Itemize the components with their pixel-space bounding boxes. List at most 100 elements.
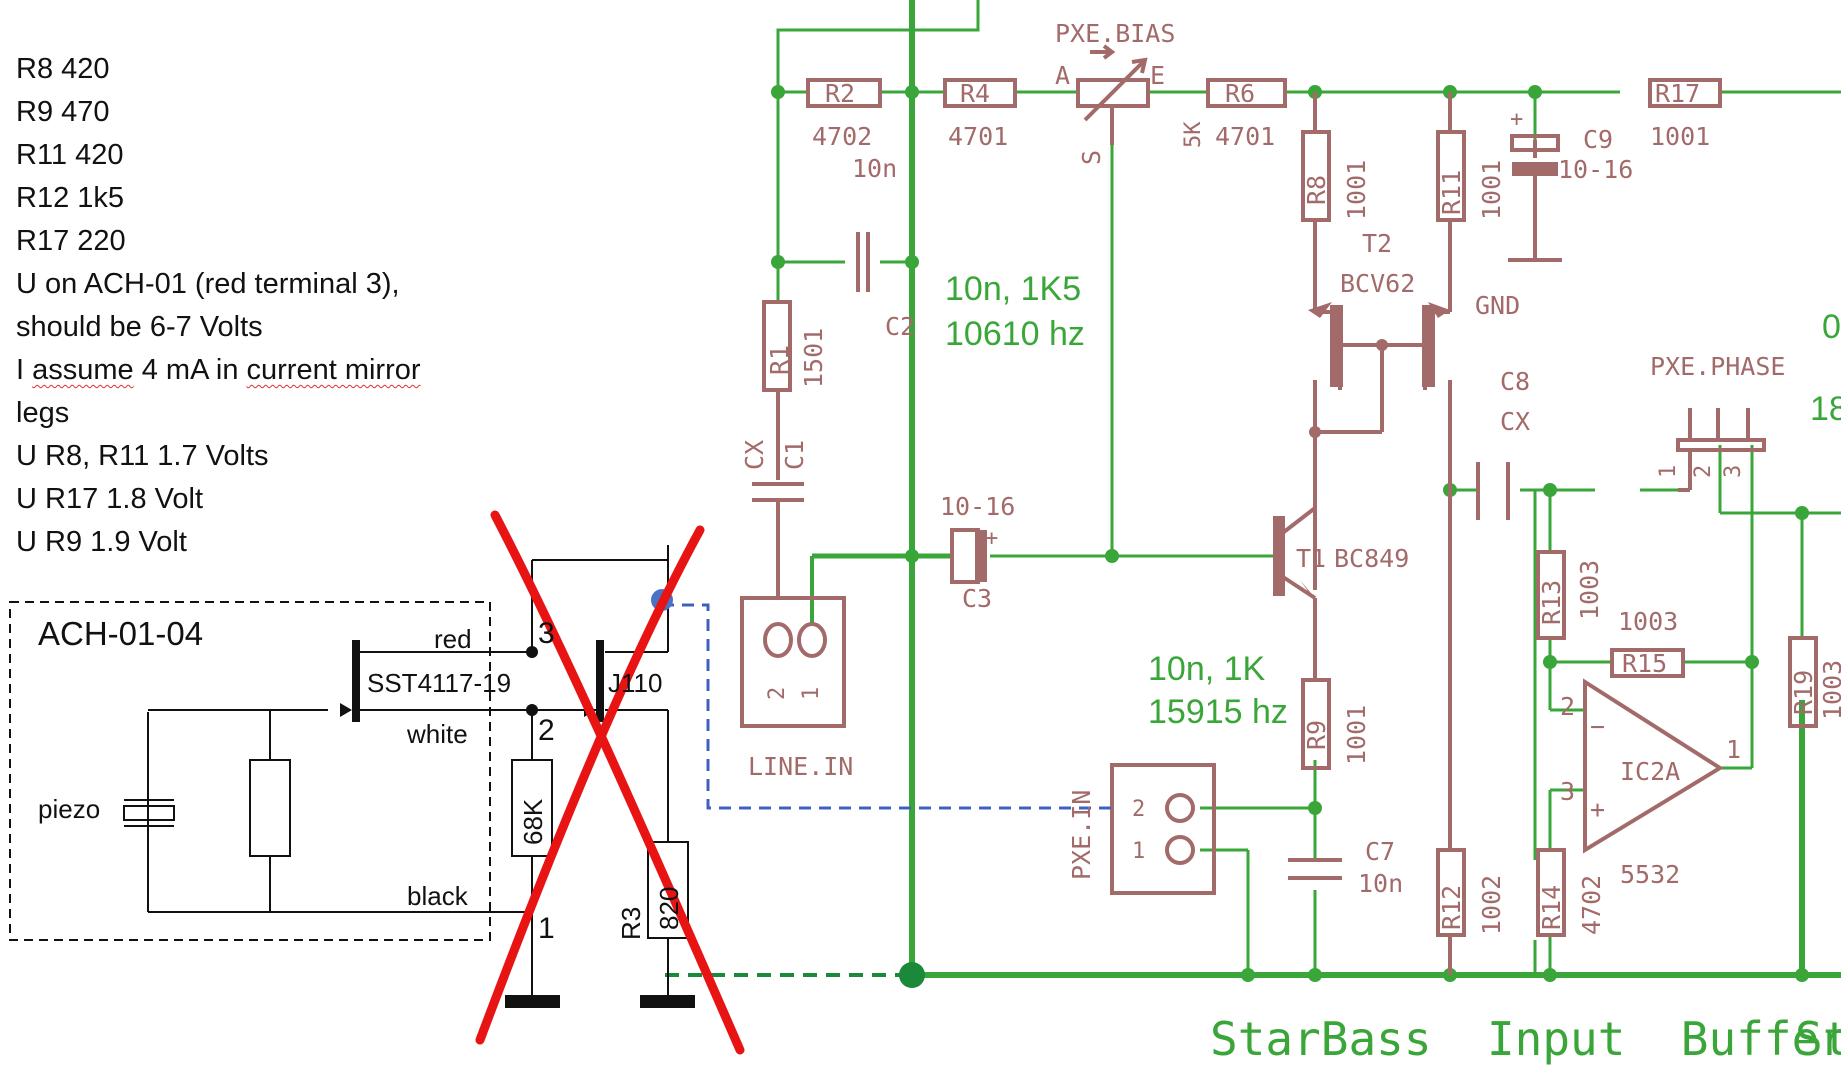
c3-label: C3 [962, 584, 992, 613]
phase-pin2: 2 [1691, 465, 1716, 478]
note-u-r9: U R9 1.9 Volt [16, 526, 187, 558]
ach-block [9, 545, 689, 1000]
r17-label: R17 [1655, 79, 1700, 108]
pxe-in-pin2: 2 [1132, 797, 1145, 822]
hp1-frequency: 10610 hz [945, 315, 1085, 353]
phase-pin1: 1 [1656, 465, 1681, 478]
gnd-label: GND [1475, 291, 1520, 320]
r3-value: 820 [654, 887, 684, 930]
r11-value: 1001 [1477, 160, 1506, 220]
ach-filled [340, 640, 695, 1008]
pxe-in-label: PXE.IN [1067, 790, 1096, 880]
r9-value: 1001 [1342, 705, 1371, 765]
r2-value: 4702 [812, 122, 872, 151]
schematic-parts [740, 44, 1818, 975]
c1-cx-label: CX [740, 440, 769, 470]
note-legs: legs [16, 397, 70, 429]
line-in-pin2: 2 [765, 687, 790, 700]
op-minus-pin: 2 [1560, 692, 1575, 721]
hp1-components: 10n, 1K5 [945, 270, 1081, 308]
note-u-r8-r11: U R8, R11 1.7 Volts [16, 440, 269, 472]
r3-label: R3 [616, 907, 646, 940]
c7-value: 10n [1358, 869, 1403, 898]
edge-label-18: 18 [1810, 390, 1841, 428]
pxe-in-pin1: 1 [1132, 839, 1145, 864]
note-spell-assume: assume [32, 354, 134, 386]
ach-white-label: white [406, 719, 468, 749]
note-u-ach-1: U on ACH-01 (red terminal 3), [16, 268, 400, 300]
t2-type: BCV62 [1340, 269, 1415, 298]
r17-value: 1001 [1650, 122, 1710, 151]
r2-label: R2 [825, 79, 855, 108]
pxe-phase-label: PXE.PHASE [1650, 352, 1785, 381]
c3-value: 10-16 [940, 492, 1015, 521]
note-r11: R11 420 [16, 139, 124, 171]
r15-value: 1003 [1618, 607, 1678, 636]
ach-black-label: black [407, 881, 469, 911]
ach-68k-label: 68K [518, 798, 548, 845]
ic2a-label: IC2A [1620, 757, 1680, 786]
line-in-label: LINE.IN [748, 752, 853, 781]
notes-panel: R8 420 R9 470 R11 420 R12 1k5 R17 220 U … [16, 48, 421, 564]
edge-label-0: 0 [1822, 308, 1841, 346]
pxe-bias-label: PXE.BIAS [1055, 19, 1175, 48]
r8-value: 1001 [1342, 160, 1371, 220]
note-r12: R12 1k5 [16, 182, 125, 214]
r19-label: R19 [1789, 670, 1818, 715]
ach-fet-label: SST4117-19 [367, 668, 511, 698]
c7-label: C7 [1365, 837, 1395, 866]
r19-value: 1003 [1818, 660, 1841, 720]
phase-pin3: 3 [1721, 465, 1746, 478]
blue-dashed-link [662, 603, 1112, 810]
note-spell-current-mirror: current mirror [246, 354, 421, 386]
c8-label: C8 [1500, 367, 1530, 396]
ach-title: ACH-01-04 [38, 615, 203, 652]
r1-label: R1 [765, 345, 794, 375]
schematic-title: StarBass Input Buffer [1210, 1012, 1841, 1066]
ach-pin1: 1 [538, 912, 555, 945]
hp2-frequency: 15915 hz [1148, 693, 1288, 731]
hp2-components: 10n, 1K [1148, 650, 1266, 688]
op-plus-sign: + [1590, 795, 1605, 824]
r12-label: R12 [1437, 885, 1466, 930]
green-wires [776, 0, 1841, 978]
r12-value: 1002 [1477, 875, 1506, 935]
note-u-r17: U R17 1.8 Volt [16, 483, 203, 515]
t1-label: T1 [1296, 544, 1326, 573]
r6-label: R6 [1225, 79, 1255, 108]
r6-value: 4701 [1215, 122, 1275, 151]
note-r8: R8 420 [16, 53, 110, 85]
ach-red-label: red [434, 624, 472, 654]
r13-value: 1003 [1575, 560, 1604, 620]
note-i-mid: 4 mA in [133, 354, 247, 386]
pot-s-label: S [1077, 150, 1106, 165]
filled-parts [975, 162, 1558, 598]
ic-type: 5532 [1620, 860, 1680, 889]
r14-label: R14 [1537, 885, 1566, 930]
note-i-prefix: I [16, 354, 33, 386]
ach-pin2: 2 [538, 714, 555, 747]
r15-label: R15 [1622, 649, 1667, 678]
c1-label: C1 [780, 440, 809, 470]
c2-10n-label: 10n [852, 154, 897, 183]
pot-5k-label: 5K [1181, 121, 1206, 148]
ground-node-dot [899, 962, 925, 988]
c3-plus: + [985, 526, 998, 551]
c9-label: C9 [1583, 125, 1613, 154]
r9-label: R9 [1302, 720, 1331, 750]
r14-value: 4702 [1577, 875, 1606, 935]
r8-label: R8 [1302, 175, 1331, 205]
r4-label: R4 [960, 79, 990, 108]
r11-label: R11 [1437, 170, 1466, 215]
fet2-label: J110 [608, 668, 662, 698]
ach-pin3: 3 [538, 617, 555, 650]
note-i-assume: I assume 4 mA in current mirror [16, 349, 421, 392]
junction-dots [771, 85, 1809, 982]
ach-piezo-label: piezo [38, 794, 100, 824]
r13-label: R13 [1537, 580, 1566, 625]
note-u-ach-2: should be 6-7 Volts [16, 311, 263, 343]
line-in-pin1: 1 [799, 687, 824, 700]
c8-cx-label: CX [1500, 407, 1530, 436]
note-r17: R17 220 [16, 225, 126, 257]
op-plus-pin: 3 [1560, 777, 1575, 806]
